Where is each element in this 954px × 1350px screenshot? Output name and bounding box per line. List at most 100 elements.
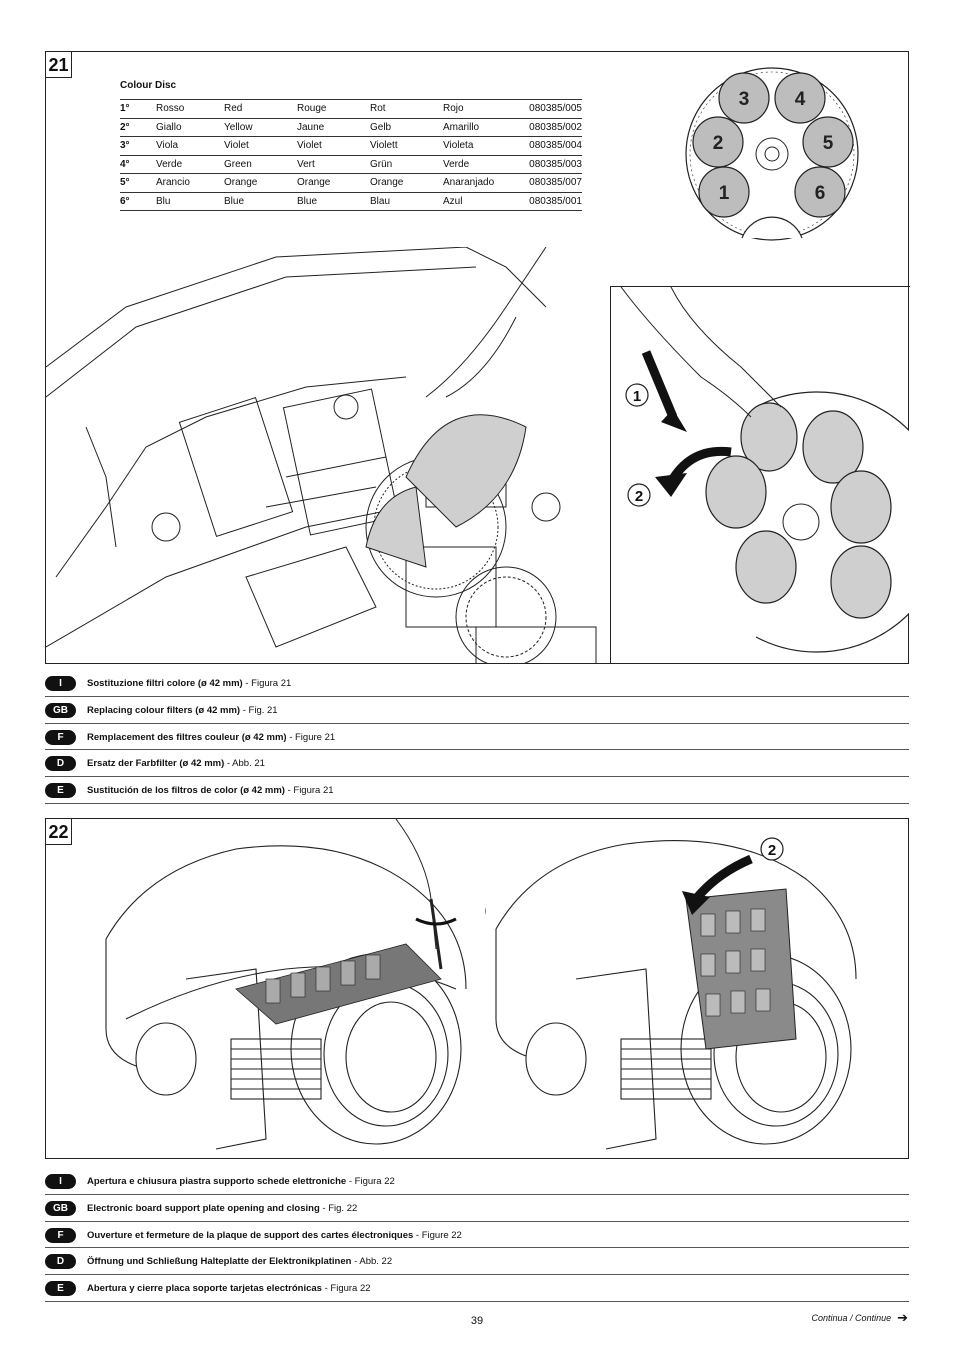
language-badge: I <box>45 676 76 691</box>
table-cell: Verde <box>156 158 183 170</box>
caption-row: I Sostituzione filtri colore (ø 42 mm) - … <box>45 670 909 697</box>
table-cell: Anaranjado <box>443 177 495 189</box>
figure-number: 21 <box>46 52 72 78</box>
caption-title: Replacing colour filters (ø 42 mm) <box>87 704 241 716</box>
caption-title: Abertura y cierre placa soporte tarjetas… <box>87 1283 322 1295</box>
table-cell: Grün <box>370 158 393 170</box>
caption-text: Öffnung und Schließung Halteplatte der E… <box>87 1256 392 1267</box>
table-cell: 080385/007 <box>529 177 582 189</box>
caption-title: Sostituzione filtri colore (ø 42 mm) <box>87 678 243 689</box>
step-label: 2 <box>768 842 776 859</box>
continue-text: Continua / Continue <box>811 1313 892 1323</box>
table-cell: 2° <box>120 121 130 133</box>
table-title: Colour Disc <box>120 80 177 91</box>
table-cell: Orange <box>224 177 258 189</box>
table-cell: 080385/005 <box>529 103 582 115</box>
table-cell: 6° <box>120 195 130 207</box>
disc-position-label: 2 <box>713 133 724 154</box>
caption-text: Ersatz der Farbfilter (ø 42 mm) - Abb. 2… <box>87 758 265 769</box>
machine-illustration <box>46 247 597 664</box>
table-cell: Blu <box>156 195 171 207</box>
caption-row: D Ersatz der Farbfilter (ø 42 mm) - Abb. … <box>45 750 909 778</box>
caption-reference: - Figura 21 <box>284 785 334 797</box>
figure-22: 22 1 <box>45 818 909 1159</box>
table-cell: Gelb <box>370 121 392 133</box>
caption-row: GB Electronic board support plate opening… <box>45 1195 909 1222</box>
table-cell: Jaune <box>297 121 325 133</box>
caption-row: E Sustitución de los filtros de color (ø … <box>45 777 909 804</box>
caption-reference: - Figura 21 <box>242 678 292 689</box>
caption-text: Ouverture et fermeture de la plaque de s… <box>87 1230 462 1241</box>
language-badge: E <box>45 1281 76 1297</box>
caption-reference: - Abb. 22 <box>351 1256 393 1268</box>
caption-title: Ouverture et fermeture de la plaque de s… <box>87 1229 414 1241</box>
disc-position-label: 5 <box>823 133 834 154</box>
caption-reference: - Fig. 21 <box>240 704 278 716</box>
caption-text: Sostituzione filtri colore (ø 42 mm) - F… <box>87 678 291 689</box>
table-cell: Rouge <box>297 103 327 115</box>
inset-panel: 1 2 <box>610 286 910 664</box>
caption-text: Replacing colour filters (ø 42 mm) - Fig… <box>87 705 278 716</box>
table-cell: Orange <box>370 177 404 189</box>
caption-reference: - Figure 22 <box>413 1229 462 1241</box>
arrow-right-icon: ➔ <box>897 1310 908 1325</box>
caption-text: Abertura y cierre placa soporte tarjetas… <box>87 1283 371 1294</box>
caption-reference: - Figura 22 <box>321 1283 371 1295</box>
fixture-open-illustration: 2 <box>495 837 857 1150</box>
disc-position-label: 4 <box>795 89 806 110</box>
language-badge: GB <box>45 702 76 718</box>
table-cell: 080385/003 <box>529 158 582 170</box>
table-cell: Rojo <box>443 103 464 115</box>
language-badge: GB <box>45 1200 76 1216</box>
caption-title: Apertura e chiusura piastra supporto sch… <box>87 1176 347 1187</box>
table-cell: Green <box>224 158 252 170</box>
table-cell: 1° <box>120 103 130 115</box>
table-cell: Azul <box>443 195 463 207</box>
table-cell: Violett <box>370 140 398 152</box>
caption-row: D Öffnung und Schließung Halteplatte der … <box>45 1248 909 1276</box>
table-cell: Blue <box>224 195 245 207</box>
table-cell: Rot <box>370 103 386 115</box>
caption-reference: - Abb. 21 <box>224 758 265 770</box>
caption-row: GB Replacing colour filters (ø 42 mm) - F… <box>45 697 909 724</box>
caption-text: Sustitución de los filtros de color (ø 4… <box>87 785 334 796</box>
continue-note: Continua / Continue ➔ <box>812 1310 908 1326</box>
table-cell: Verde <box>443 158 470 170</box>
disc-position-label: 1 <box>719 183 730 204</box>
table-cell: Orange <box>297 177 331 189</box>
table-cell: Arancio <box>156 177 190 189</box>
language-badge: F <box>45 1227 76 1243</box>
step-label: 1 <box>633 388 641 405</box>
table-cell: 080385/001 <box>529 195 582 207</box>
table-cell: Violet <box>297 140 322 152</box>
language-badge: D <box>45 1254 76 1270</box>
filter-removal-illustration: 1 2 <box>620 287 910 653</box>
table-cell: Rosso <box>156 103 185 115</box>
caption-text: Apertura e chiusura piastra supporto sch… <box>87 1176 395 1187</box>
caption-title: Electronic board support plate opening a… <box>87 1202 320 1214</box>
caption-row: E Abertura y cierre placa soporte tarjeta… <box>45 1275 909 1302</box>
language-badge: D <box>45 756 76 772</box>
table-cell: Violeta <box>443 140 474 152</box>
caption-title: Remplacement des filtres couleur (ø 42 m… <box>87 731 287 743</box>
language-badge: E <box>45 783 76 799</box>
caption-row: F Ouverture et fermeture de la plaque de … <box>45 1222 909 1249</box>
table-cell: Giallo <box>156 121 182 133</box>
figure-number: 22 <box>46 819 72 845</box>
table-cell: Vert <box>297 158 315 170</box>
disc-position-label: 6 <box>815 183 826 204</box>
table-cell: Amarillo <box>443 121 480 133</box>
caption-reference: - Fig. 22 <box>319 1202 358 1214</box>
table-cell: 3° <box>120 140 130 152</box>
